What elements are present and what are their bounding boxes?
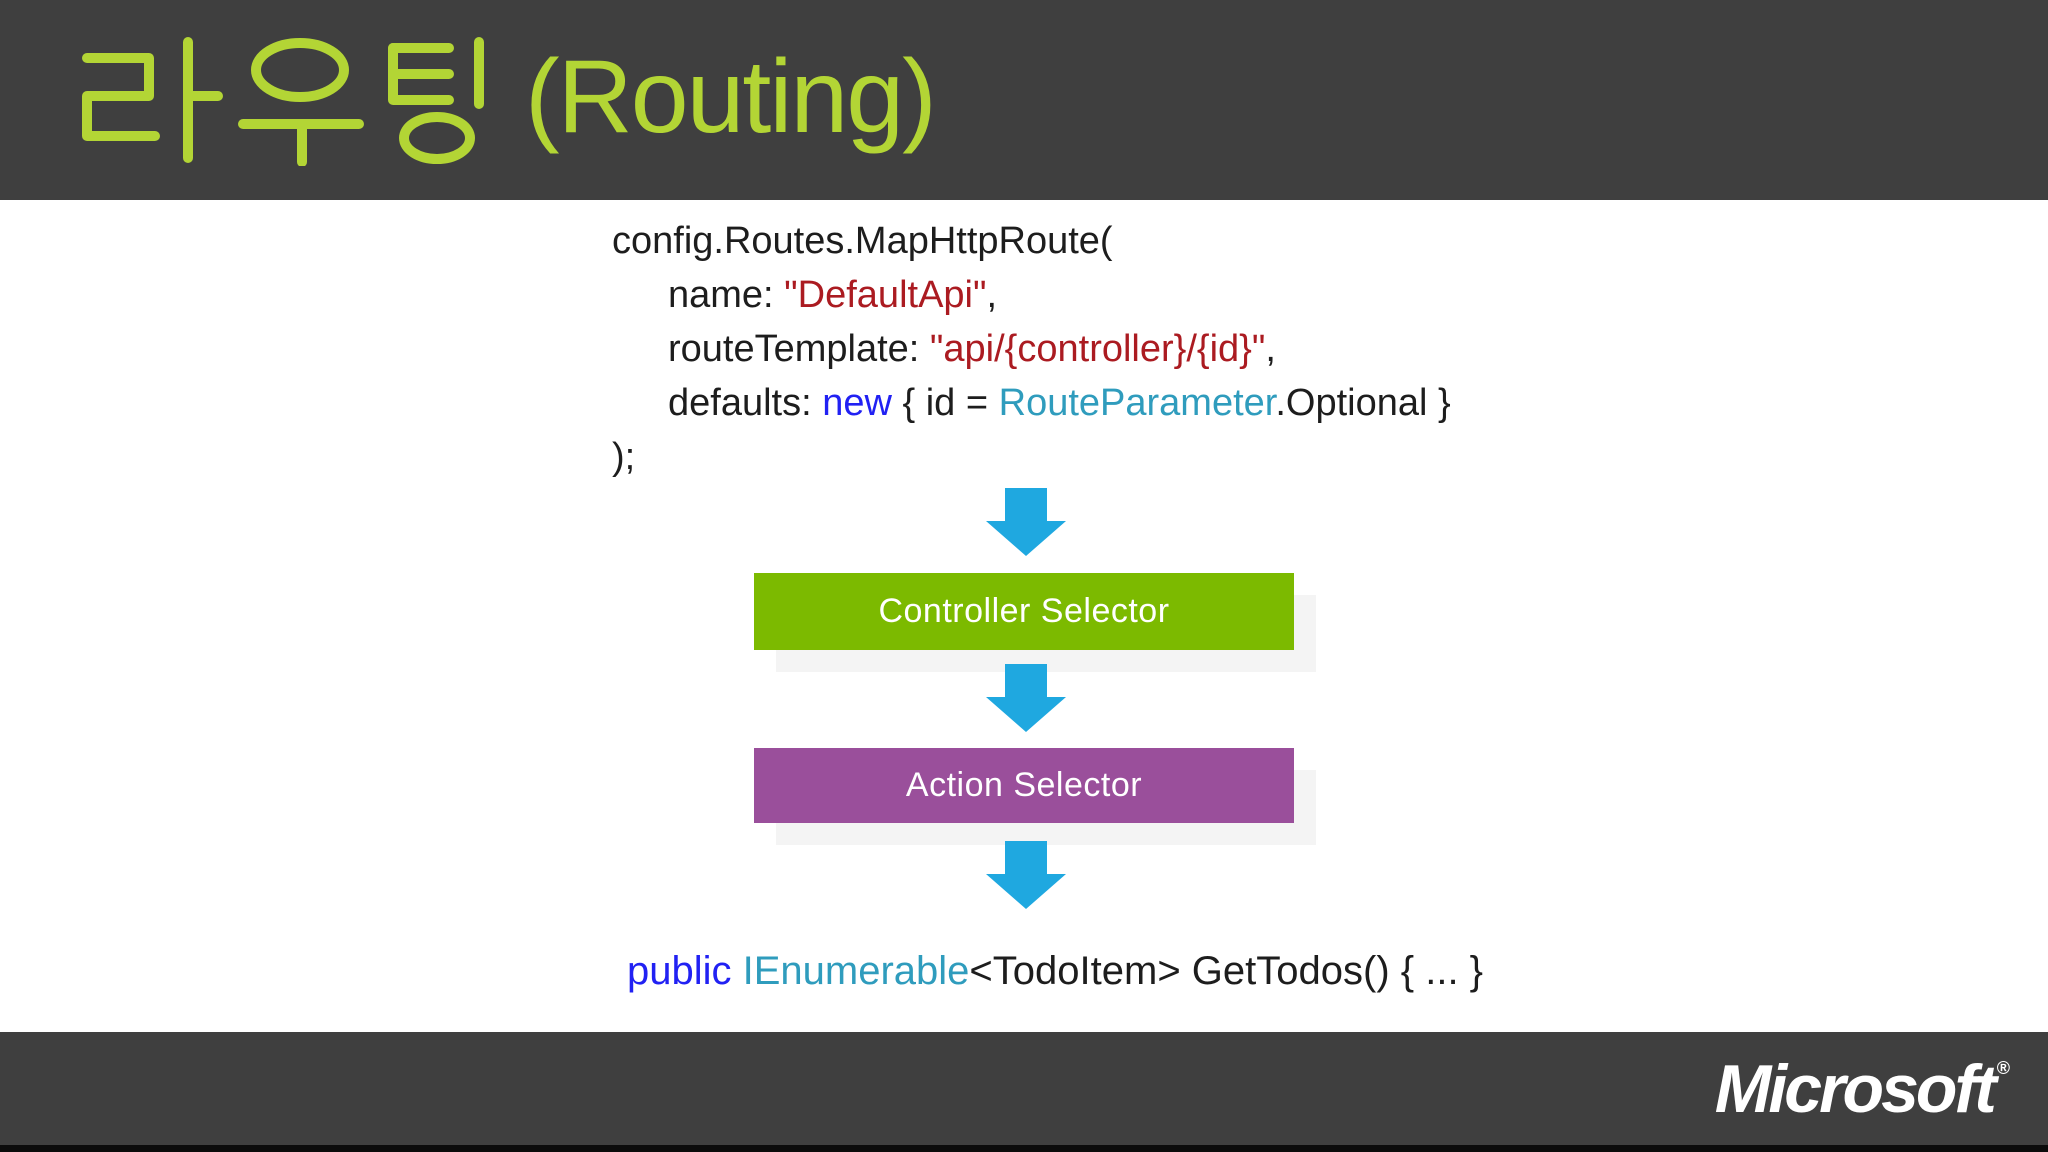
code-close: ); — [612, 436, 636, 478]
registered-mark: ® — [1996, 1058, 2010, 1078]
microsoft-logo: Microsoft® — [1715, 1032, 2010, 1145]
action-selector-label: Action Selector — [905, 766, 1143, 804]
code-name-label: name: — [668, 274, 785, 316]
signature-public-keyword: public — [627, 949, 743, 993]
code-new-keyword: new — [822, 382, 892, 424]
microsoft-logo-text: Microsoft — [1714, 1050, 1997, 1127]
code-line-1: config.Routes.MapHttpRoute( — [612, 214, 1451, 268]
page-title: 라우팅 (Routing) — [75, 0, 937, 200]
down-arrow-icon-1 — [986, 488, 1066, 556]
code-template-value: "api/{controller}/{id}" — [929, 328, 1266, 370]
signature-ienumerable-type: IEnumerable — [742, 949, 970, 993]
code-defaults-label: defaults: — [668, 382, 823, 424]
code-call: config.Routes.MapHttpRoute( — [612, 220, 1113, 262]
signature-generic: <TodoItem> — [969, 949, 1181, 993]
code-line-4: defaults: new { id = RouteParameter.Opti… — [612, 376, 1451, 430]
code-routeparameter-type: RouteParameter — [998, 382, 1276, 424]
code-template-label: routeTemplate: — [668, 328, 930, 370]
down-arrow-icon-3 — [986, 841, 1066, 909]
action-selector-box: Action Selector — [754, 748, 1294, 823]
controller-selector-label: Controller Selector — [878, 592, 1170, 630]
down-arrow-icon-2 — [986, 664, 1066, 732]
method-signature: public IEnumerable<TodoItem> GetTodos() … — [627, 944, 1483, 998]
code-line-5: ); — [612, 430, 1451, 484]
title-bar: 라우팅 (Routing) — [0, 0, 2048, 200]
controller-selector-box: Controller Selector — [754, 573, 1294, 650]
footer-bar: Microsoft® — [0, 1032, 2048, 1145]
code-snippet: config.Routes.MapHttpRoute( name: "Defau… — [612, 214, 1451, 484]
signature-method: GetTodos() { ... } — [1180, 949, 1484, 993]
bottom-edge-strip — [0, 1145, 2048, 1152]
title-latin-text: (Routing) — [525, 39, 937, 155]
title-korean-strokes — [82, 37, 484, 166]
code-template-comma: , — [1265, 328, 1276, 370]
code-name-value: "DefaultApi" — [784, 274, 987, 316]
code-line-3: routeTemplate: "api/{controller}/{id}", — [612, 322, 1451, 376]
code-defaults-mid: { id = — [891, 382, 999, 424]
code-defaults-end: .Optional } — [1275, 382, 1451, 424]
code-name-comma: , — [986, 274, 998, 316]
code-line-2: name: "DefaultApi", — [612, 268, 1451, 322]
